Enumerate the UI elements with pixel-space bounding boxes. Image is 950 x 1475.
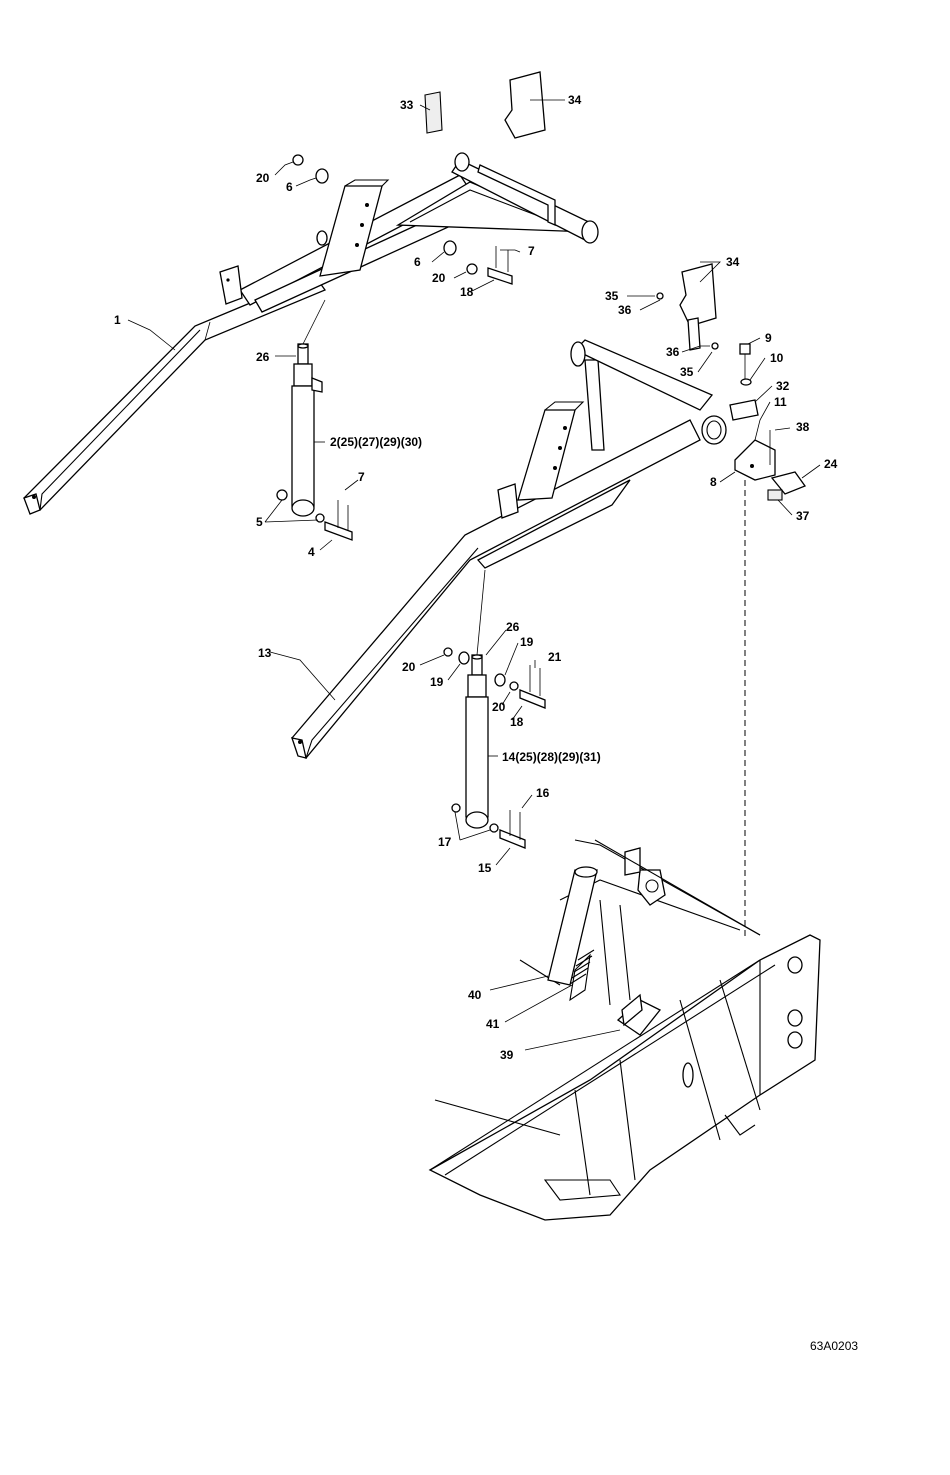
callout-17: 17	[438, 835, 452, 849]
callout-41: 41	[486, 1017, 500, 1031]
clip-33	[425, 92, 442, 133]
callout-18-top: 18	[460, 285, 474, 299]
callout-1: 1	[114, 313, 121, 327]
callout-7-mid: 7	[358, 470, 365, 484]
callout-33: 33	[400, 98, 414, 112]
callout-16: 16	[536, 786, 550, 800]
callout-7-top: 7	[528, 244, 535, 258]
bushing-6b	[444, 241, 456, 255]
callout-4: 4	[308, 545, 315, 559]
callout-35-a: 35	[605, 289, 619, 303]
callout-38: 38	[796, 420, 810, 434]
callout-5: 5	[256, 515, 263, 529]
callout-24: 24	[824, 457, 838, 471]
callout-21: 21	[548, 650, 562, 664]
washer-20a	[293, 155, 303, 165]
washer-20b	[467, 264, 477, 274]
leader-lines	[128, 100, 820, 1050]
callout-6-top: 6	[286, 180, 293, 194]
callout-20-top: 20	[256, 171, 270, 185]
cylinder-part-2	[277, 300, 352, 540]
shield-34-right	[680, 264, 716, 326]
callout-34-top: 34	[568, 93, 582, 107]
callout-15: 15	[478, 861, 492, 875]
callout-26-lower: 26	[506, 620, 520, 634]
callout-13: 13	[258, 646, 272, 660]
callout-39: 39	[500, 1048, 514, 1062]
drawing-code: 63A0203	[810, 1339, 858, 1353]
callout-40: 40	[468, 988, 482, 1002]
callout-6-mid: 6	[414, 255, 421, 269]
callout-20-mid: 20	[432, 271, 446, 285]
callout-34-right: 34	[726, 255, 740, 269]
callout-32: 32	[776, 379, 790, 393]
shield-34-top	[505, 72, 545, 138]
callout-20-left: 20	[402, 660, 416, 674]
callout-9: 9	[765, 331, 772, 345]
callout-26-top: 26	[256, 350, 270, 364]
callout-11: 11	[774, 395, 787, 409]
bushing-6a	[316, 169, 328, 183]
callout-36-b: 36	[666, 345, 680, 359]
callout-18-lower: 18	[510, 715, 524, 729]
callout-37: 37	[796, 509, 810, 523]
callout-19-right: 19	[520, 635, 534, 649]
callout-19-left: 19	[430, 675, 444, 689]
callout-36-a: 36	[618, 303, 632, 317]
callout-35-b: 35	[680, 365, 694, 379]
callout-2: 2(25)(27)(29)(30)	[330, 435, 422, 449]
callout-14: 14(25)(28)(29)(31)	[502, 750, 601, 764]
callout-20-right: 20	[492, 700, 506, 714]
callout-10: 10	[770, 351, 784, 365]
lower-frame-part-13	[292, 340, 726, 758]
callout-8: 8	[710, 475, 717, 489]
